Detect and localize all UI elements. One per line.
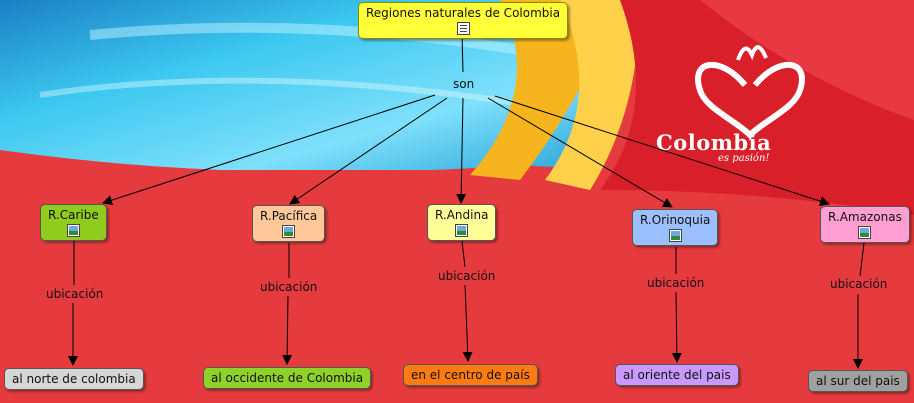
connector-andina-ubicacion [461,240,466,268]
location-node-amazonas[interactable]: al sur del pais [808,370,908,392]
document-icon[interactable] [456,22,470,35]
location-label: al occidente de Colombia [211,371,364,385]
arrow-son-caribe [102,94,436,205]
region-node-caribe[interactable]: R.Caribe [40,204,107,241]
link-label-son: son [453,77,475,91]
location-label: en el centro de país [411,368,530,382]
arrow-son-andina [456,97,467,204]
link-label-ubicacion: ubicación [438,269,496,283]
arrow-pacifica-location [282,295,293,365]
image-icon[interactable] [66,224,80,237]
image-icon[interactable] [282,225,296,238]
arrow-son-amazonas [494,95,830,206]
region-label: R.Orinoquia [640,213,711,227]
region-node-orinoquia[interactable]: R.Orinoquia [632,209,719,246]
link-label-ubicacion: ubicación [46,287,104,301]
location-node-orinoquia[interactable]: al oriente del pais [615,364,739,386]
region-node-pacifica[interactable]: R.Pacífica [252,205,326,242]
image-icon[interactable] [455,224,469,237]
location-node-pacifica[interactable]: al occidente de Colombia [203,367,372,389]
link-label-ubicacion: ubicación [830,277,888,291]
image-icon[interactable] [858,226,872,239]
region-node-amazonas[interactable]: R.Amazonas [820,206,910,243]
title-label: Regiones naturales de Colombia [366,6,561,20]
arrow-orinoquia-location [671,291,682,363]
arrow-andina-location [462,284,473,362]
connector-title-son [461,33,464,73]
location-label: al sur del pais [816,374,900,388]
arrow-son-orinoquia [487,97,673,208]
logo-text: Colombia [656,130,772,155]
location-label: al norte de colombia [12,372,136,386]
location-node-caribe[interactable]: al norte de colombia [4,368,144,390]
link-label-ubicacion: ubicación [647,276,705,290]
arrow-son-pacifica [289,97,448,205]
region-label: R.Amazonas [828,210,902,224]
logo-subtitle: es pasión! [718,153,770,164]
region-node-andina[interactable]: R.Andina [427,204,497,241]
link-label-ubicacion: ubicación [260,280,318,294]
title-node[interactable]: Regiones naturales de Colombia [358,2,569,39]
location-label: al oriente del pais [623,368,731,382]
connector-amazonas-ubicacion [859,242,865,277]
region-label: R.Caribe [48,208,99,222]
location-node-andina[interactable]: en el centro de país [403,364,538,386]
image-icon[interactable] [668,229,682,242]
region-label: R.Andina [435,208,489,222]
region-label: R.Pacífica [260,209,318,223]
